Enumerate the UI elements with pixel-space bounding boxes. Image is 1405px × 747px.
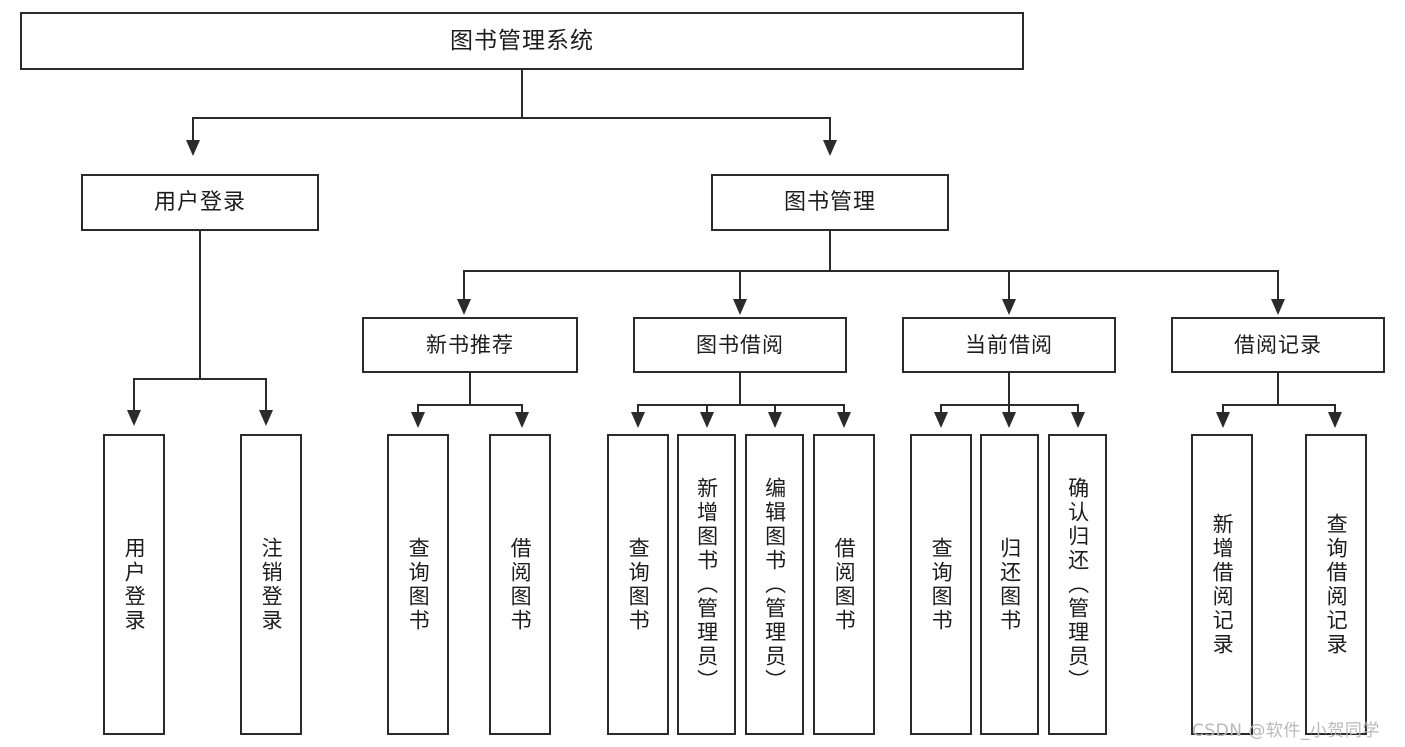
- connector-book-manage-to-book-borrow: [739, 270, 741, 302]
- connector-book-borrow-to-leaf-2: [706, 404, 708, 418]
- connector-book-borrow-bus: [637, 404, 845, 406]
- connector-book-manage-to-new-book: [463, 270, 465, 302]
- leaf-user-logout[interactable]: 注销登录: [240, 434, 302, 735]
- arrow-borrow-record-to-leaf-2: [1328, 412, 1342, 428]
- arrow-book-borrow-to-leaf-2: [700, 412, 714, 428]
- arrow-borrow-record-to-leaf-1: [1216, 412, 1230, 428]
- connector-current-borrow-stem: [1008, 373, 1010, 405]
- connector-borrow-record-bus: [1222, 404, 1335, 406]
- node-book-borrow[interactable]: 图书借阅: [633, 317, 847, 373]
- connector-current-borrow-to-leaf-2: [1008, 404, 1010, 418]
- connector-book-borrow-to-leaf-3: [774, 404, 776, 418]
- leaf-current-borrow-return-book[interactable]: 归还图书: [980, 434, 1039, 735]
- arrow-book-manage-to-new-book: [457, 299, 471, 315]
- node-borrow-record[interactable]: 借阅记录: [1171, 317, 1385, 373]
- arrow-root-to-book-manage: [823, 140, 837, 156]
- arrow-new-book-to-leaf-2: [515, 412, 529, 428]
- connector-user-login-bus: [133, 378, 266, 380]
- connector-root-stem: [521, 70, 523, 118]
- leaf-borrow-record-query-record[interactable]: 查询借阅记录: [1305, 434, 1367, 735]
- arrow-book-borrow-to-leaf-1: [631, 412, 645, 428]
- connector-new-book-stem: [469, 373, 471, 405]
- arrow-book-manage-to-book-borrow: [733, 299, 747, 315]
- connector-user-login-to-leaf-2: [265, 378, 267, 413]
- connector-book-borrow-to-leaf-4: [843, 404, 845, 418]
- connector-book-manage-bus: [463, 270, 1277, 272]
- connector-root-to-book-manage: [829, 117, 831, 145]
- connector-user-login-stem: [199, 231, 201, 379]
- connector-borrow-record-to-leaf-2: [1334, 404, 1336, 418]
- connector-book-borrow-stem: [739, 373, 741, 405]
- arrow-book-borrow-to-leaf-4: [837, 412, 851, 428]
- connector-book-manage-to-borrow-record: [1277, 270, 1279, 302]
- connector-book-manage-to-current-borrow: [1008, 270, 1010, 302]
- csdn-watermark: CSDN @软件_小贺同学: [1192, 721, 1380, 741]
- leaf-new-book-borrow-book[interactable]: 借阅图书: [489, 434, 551, 735]
- connector-new-book-bus: [417, 404, 522, 406]
- node-book-management[interactable]: 图书管理: [711, 174, 949, 231]
- leaf-current-borrow-query-book[interactable]: 查询图书: [910, 434, 972, 735]
- leaf-book-borrow-add-book-admin[interactable]: 新增图书（管理员）: [677, 434, 736, 735]
- connector-root-bus: [192, 117, 831, 119]
- node-user-login[interactable]: 用户登录: [81, 174, 319, 231]
- arrow-current-borrow-to-leaf-3: [1071, 412, 1085, 428]
- connector-borrow-record-to-leaf-1: [1222, 404, 1224, 418]
- connector-root-to-user-login: [192, 117, 194, 145]
- arrow-book-manage-to-borrow-record: [1271, 299, 1285, 315]
- arrow-book-manage-to-current-borrow: [1002, 299, 1016, 315]
- connector-user-login-to-leaf-1: [133, 378, 135, 413]
- leaf-user-login[interactable]: 用户登录: [103, 434, 165, 735]
- connector-new-book-to-leaf-1: [417, 404, 419, 418]
- connector-book-borrow-to-leaf-1: [637, 404, 639, 418]
- arrow-current-borrow-to-leaf-1: [934, 412, 948, 428]
- arrow-root-to-user-login: [186, 140, 200, 156]
- arrow-new-book-to-leaf-1: [411, 412, 425, 428]
- arrow-book-borrow-to-leaf-3: [768, 412, 782, 428]
- leaf-book-borrow-edit-book-admin[interactable]: 编辑图书（管理员）: [745, 434, 804, 735]
- leaf-new-book-query-book[interactable]: 查询图书: [387, 434, 449, 735]
- connector-book-manage-stem: [829, 231, 831, 271]
- connector-borrow-record-stem: [1277, 373, 1279, 405]
- node-root-system[interactable]: 图书管理系统: [20, 12, 1024, 70]
- node-current-borrow[interactable]: 当前借阅: [902, 317, 1116, 373]
- arrow-current-borrow-to-leaf-2: [1002, 412, 1016, 428]
- leaf-book-borrow-query-book[interactable]: 查询图书: [607, 434, 669, 735]
- connector-current-borrow-to-leaf-3: [1077, 404, 1079, 418]
- leaf-borrow-record-add-record[interactable]: 新增借阅记录: [1191, 434, 1253, 735]
- leaf-current-borrow-confirm-return-admin[interactable]: 确认归还（管理员）: [1048, 434, 1107, 735]
- node-new-book-recommend[interactable]: 新书推荐: [362, 317, 578, 373]
- connector-current-borrow-to-leaf-1: [940, 404, 942, 418]
- arrow-user-login-to-leaf-1: [127, 410, 141, 426]
- leaf-book-borrow-borrow-book[interactable]: 借阅图书: [813, 434, 875, 735]
- connector-new-book-to-leaf-2: [521, 404, 523, 418]
- arrow-user-login-to-leaf-2: [259, 410, 273, 426]
